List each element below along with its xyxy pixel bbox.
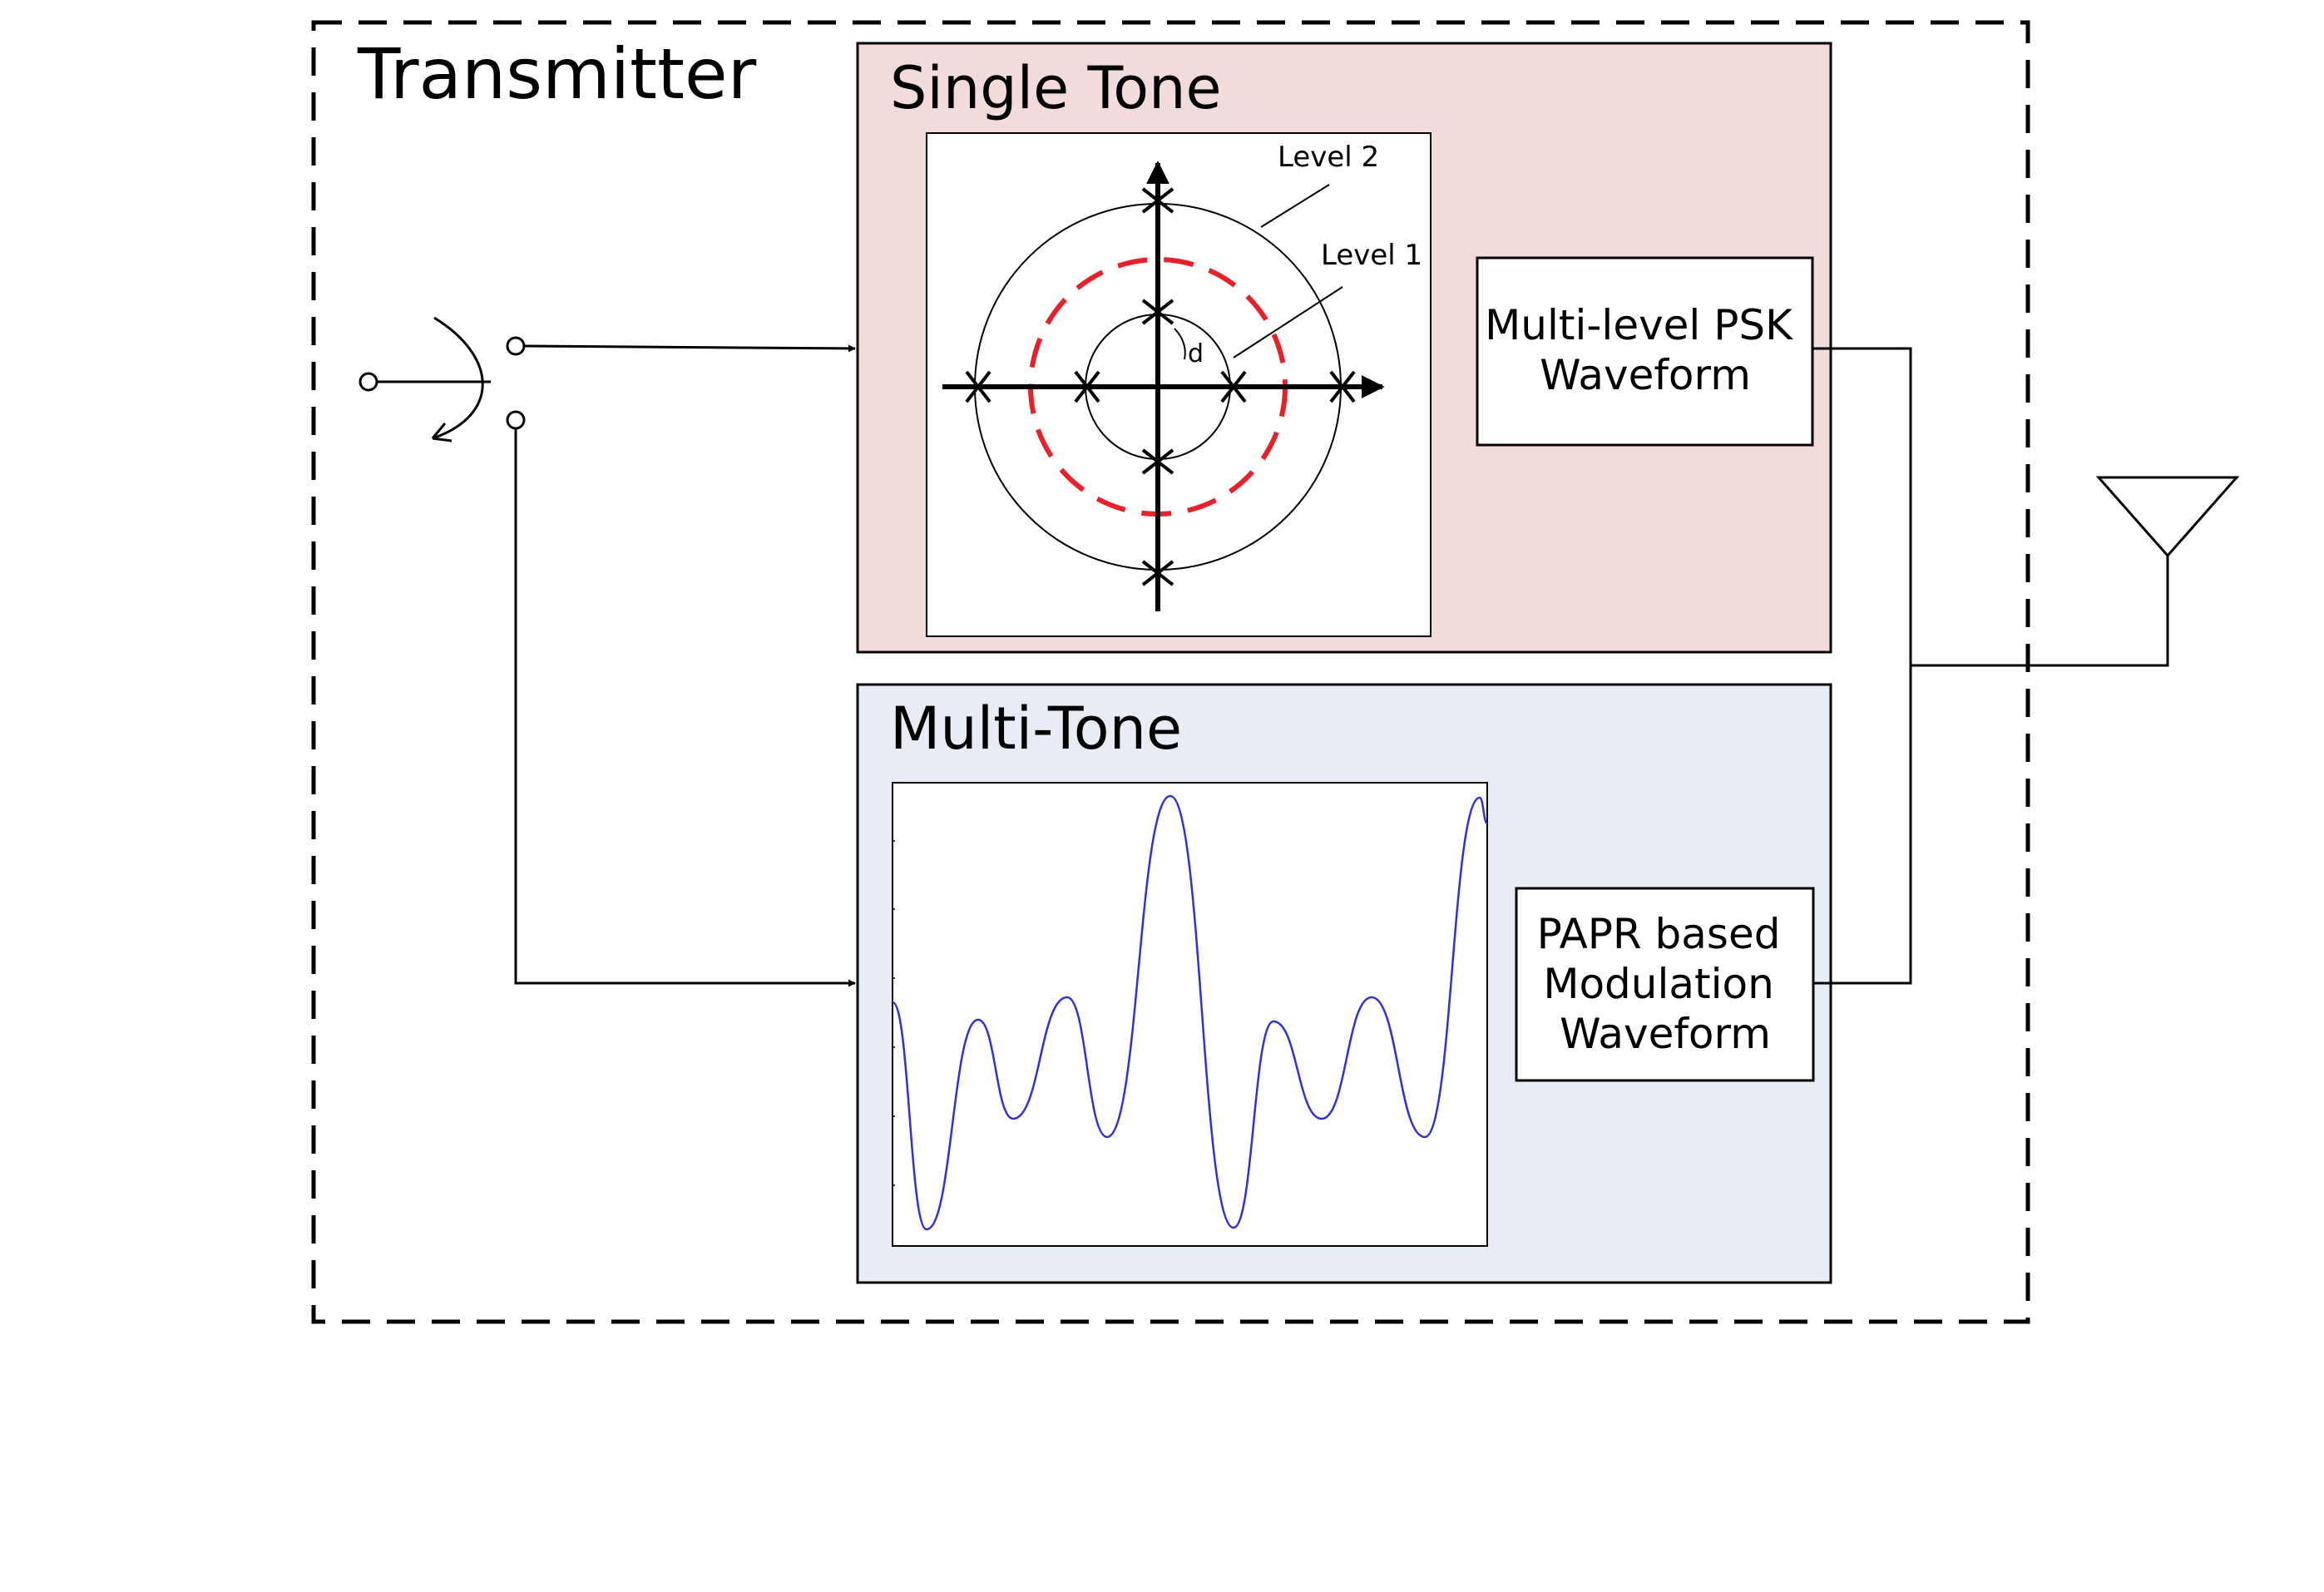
psk-waveform-line-2: Waveform [1540,351,1751,399]
point-outer-top [1141,187,1174,214]
switch-rotation-arrowhead [431,423,452,442]
point-inner-right [1220,370,1247,403]
point-inner-left [1074,370,1100,403]
point-inner-bottom [1141,448,1174,475]
switch-terminal-top [506,336,526,356]
switch-input-terminal [358,372,378,392]
papr-waveform-line-1: PAPR based [1537,910,1781,958]
point-outer-right [1329,370,1356,403]
antenna-feed-line [1911,556,2169,667]
level-1-label: Level 1 [1321,239,1422,272]
point-outer-bottom [1141,560,1174,586]
psk-output-line [1812,347,1912,787]
multi-tone-waveform [893,794,1487,1231]
switch-rotation-arc [432,316,484,440]
level-1-leader [1233,286,1343,358]
antenna-triangle [2095,476,2240,558]
papr-waveform-box [1515,887,1815,1082]
transmitter-frame [311,20,2030,1324]
constellation-plot: d Level 2 Level 1 [926,132,1431,637]
antenna-icon [2095,476,2240,558]
switch-terminal-bottom [506,410,526,430]
waveform-ticks [893,840,895,1186]
point-inner-top [1141,299,1174,325]
psk-waveform-box [1476,256,1814,447]
distance-arc [1174,328,1186,360]
point-outer-left [965,370,991,403]
single-tone-title: Single Tone [890,54,1222,122]
single-tone-block: Single Tone d [856,42,1832,654]
distance-label: d [1188,339,1204,368]
multi-tone-title: Multi-Tone [890,695,1182,763]
level-2-leader [1260,184,1330,228]
transmitter-title: Transmitter [357,33,757,115]
switch-icon [358,316,526,442]
waveform-frame [892,782,1488,1247]
multi-tone-block: Multi-Tone PAPR based Modulation Wavefor… [856,683,1832,1284]
arrow-to-multi-tone [514,428,856,987]
multi-tone-waveform-plot [892,782,1488,1247]
papr-waveform-line-2: Modulation [1543,960,1773,1008]
papr-waveform-line-3: Waveform [1560,1010,1771,1058]
constellation-points [965,187,1356,586]
psk-waveform-label: Multi-level PSK Waveform [1485,301,1806,399]
arrow-to-single-tone [523,344,856,353]
papr-output-line [1813,665,1912,985]
papr-waveform-label: PAPR based Modulation Waveform [1537,910,1794,1058]
psk-waveform-line-1: Multi-level PSK [1485,301,1793,349]
level-2-label: Level 2 [1278,141,1379,174]
